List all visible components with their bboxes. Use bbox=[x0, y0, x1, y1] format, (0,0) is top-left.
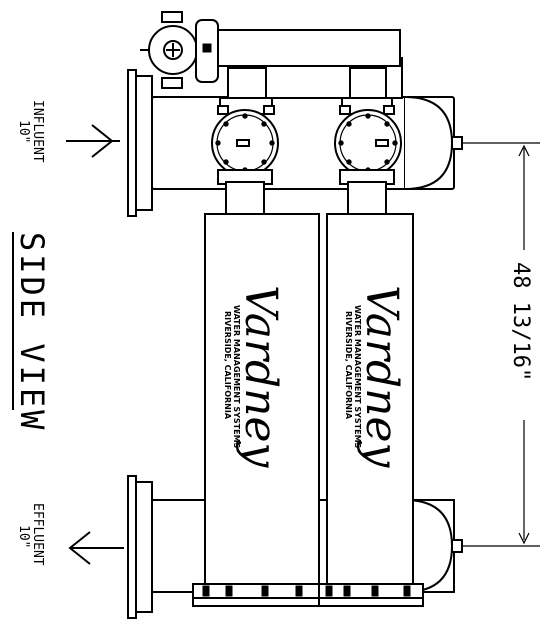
brand-name: Vardney bbox=[356, 285, 407, 469]
effluent-size: 10" bbox=[16, 525, 31, 548]
dimension-label-group: 48 13/16" bbox=[508, 262, 533, 381]
chamber-1-brand: Vardney WATER MANAGEMENT SYSTEMS RIVERSI… bbox=[223, 285, 286, 469]
brand-line-2: RIVERSIDE, CALIFORNIA bbox=[344, 311, 353, 420]
view-title: SIDE VIEW bbox=[13, 232, 51, 432]
view-title-group: SIDE VIEW bbox=[12, 232, 51, 432]
effluent-arrow-icon bbox=[68, 531, 124, 565]
chamber-2-head bbox=[334, 67, 402, 215]
dimension-label: 48 13/16" bbox=[508, 262, 533, 381]
influent-size: 10" bbox=[16, 120, 31, 143]
effluent-label-group: EFFLUENT 10" bbox=[16, 503, 45, 566]
brand-name: Vardney bbox=[235, 285, 286, 469]
effluent-label: EFFLUENT bbox=[30, 503, 45, 566]
chamber-2-brand: Vardney WATER MANAGEMENT SYSTEMS RIVERSI… bbox=[344, 285, 407, 469]
brand-line-1: WATER MANAGEMENT SYSTEMS bbox=[353, 305, 362, 449]
influent-label-group: INFLUENT 10" bbox=[16, 100, 45, 163]
influent-arrow-icon bbox=[66, 124, 120, 158]
brand-line-2: RIVERSIDE, CALIFORNIA bbox=[223, 311, 232, 420]
brand-line-1: WATER MANAGEMENT SYSTEMS bbox=[232, 305, 241, 449]
chamber-1-head bbox=[211, 67, 279, 215]
chamber-1-tube bbox=[192, 213, 320, 607]
height-dimension bbox=[462, 142, 540, 547]
valve-icon bbox=[140, 11, 219, 89]
chamber-2-tube bbox=[318, 213, 424, 607]
influent-label: INFLUENT bbox=[30, 100, 45, 163]
